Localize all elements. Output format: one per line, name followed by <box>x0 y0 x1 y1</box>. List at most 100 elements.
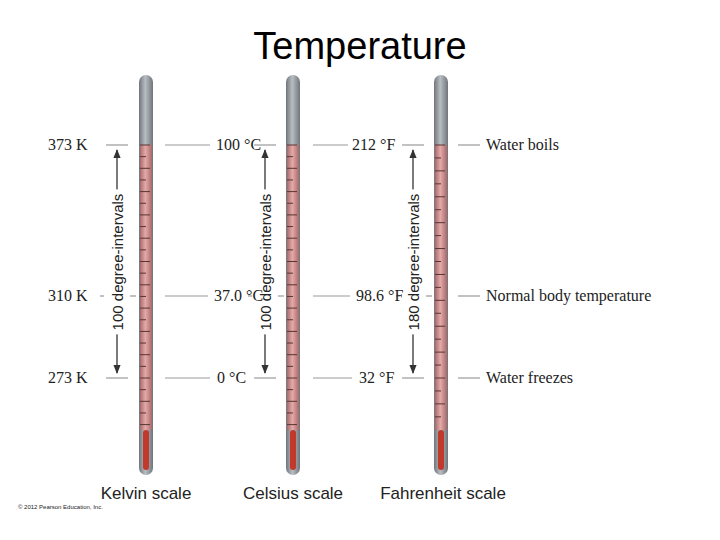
reference-point: Normal body temperature <box>486 288 651 304</box>
tick-mark <box>140 308 150 309</box>
scale-name: Fahrenheit scale <box>380 485 506 502</box>
tick-mark <box>287 156 293 157</box>
tick-mark <box>287 331 297 332</box>
tick-mark <box>435 261 441 262</box>
tick-mark <box>140 412 146 413</box>
reference-line <box>313 295 350 296</box>
thermometer-tube <box>434 75 448 475</box>
temperature-value: 100 °C <box>216 137 261 153</box>
tick-mark <box>435 352 445 353</box>
tick-mark <box>287 145 297 146</box>
reference-point: Water boils <box>486 137 559 153</box>
interval-label: 100 degree-intervals <box>258 190 273 335</box>
reference-line <box>426 295 432 296</box>
tick-mark <box>140 249 146 250</box>
tick-mark <box>435 287 441 288</box>
tick-mark <box>287 343 293 344</box>
reference-line <box>313 144 348 145</box>
temperature-value: 37.0 °C <box>214 288 263 304</box>
tick-mark <box>435 300 445 301</box>
tick-mark <box>140 261 150 262</box>
tick-mark <box>287 203 293 204</box>
temperature-value: 373 K <box>48 137 88 153</box>
tick-mark <box>140 168 150 169</box>
tick-mark <box>287 273 293 274</box>
tick-mark <box>140 401 150 402</box>
tick-mark <box>140 273 146 274</box>
tick-mark <box>287 226 293 227</box>
tick-mark <box>435 183 441 184</box>
tick-mark <box>287 261 297 262</box>
tick-mark <box>140 203 146 204</box>
tick-mark <box>140 319 146 320</box>
tick-mark <box>140 179 146 180</box>
tick-mark <box>140 343 146 344</box>
interval-label: 180 degree-intervals <box>406 190 421 335</box>
tick-mark <box>435 339 441 340</box>
scale-name: Celsius scale <box>243 485 343 502</box>
tick-mark <box>287 179 293 180</box>
tick-mark <box>435 248 445 249</box>
tick-mark <box>287 424 297 425</box>
tick-mark <box>287 168 297 169</box>
temperature-value: 32 °F <box>359 370 394 386</box>
tick-mark <box>287 191 297 192</box>
tick-mark <box>287 284 297 285</box>
tick-mark <box>140 424 150 425</box>
tick-marks <box>140 145 445 425</box>
reference-lines <box>100 145 480 378</box>
thermometer-bulb <box>290 430 296 470</box>
reference-line <box>402 144 424 145</box>
tick-mark <box>435 274 445 275</box>
tick-mark <box>287 308 297 309</box>
tick-mark <box>140 238 150 239</box>
tick-mark <box>140 354 150 355</box>
reference-line <box>278 295 284 296</box>
tick-mark <box>140 226 146 227</box>
tick-mark <box>435 170 445 171</box>
reference-line <box>106 377 128 378</box>
thermometer-liquid <box>140 145 152 430</box>
thermometer-tube <box>286 75 300 475</box>
tick-mark <box>140 156 146 157</box>
tick-mark <box>435 326 445 327</box>
temperature-value: 212 °F <box>352 137 395 153</box>
thermometer-tube <box>139 75 153 475</box>
tick-mark <box>435 196 445 197</box>
tick-mark <box>287 319 293 320</box>
tick-mark <box>140 331 150 332</box>
celsius-thermometer <box>286 75 300 475</box>
tick-mark <box>287 412 293 413</box>
tick-mark <box>287 296 293 297</box>
reference-line <box>402 377 424 378</box>
tick-mark <box>287 389 293 390</box>
tick-mark <box>435 378 445 379</box>
thermometer-liquid <box>435 145 447 430</box>
interval-arrows <box>117 150 413 373</box>
kelvin-thermometer <box>139 75 153 475</box>
scale-name: Kelvin scale <box>101 485 192 502</box>
thermometer-bulb <box>143 430 149 470</box>
reference-line <box>458 295 480 296</box>
tick-mark <box>140 145 150 146</box>
tick-mark <box>287 354 297 355</box>
tick-mark <box>435 157 441 158</box>
fahrenheit-thermometer <box>434 75 448 475</box>
tick-mark <box>435 235 441 236</box>
tick-mark <box>287 214 297 215</box>
reference-line <box>130 295 136 296</box>
thermometer-liquid <box>287 145 299 430</box>
tick-mark <box>435 390 441 391</box>
tick-mark <box>140 389 146 390</box>
tick-mark <box>287 238 297 239</box>
reference-line <box>106 144 128 145</box>
reference-line <box>254 377 276 378</box>
temperature-value: 273 K <box>48 370 88 386</box>
temperature-value: 310 K <box>48 288 88 304</box>
tick-mark <box>435 313 441 314</box>
tick-mark <box>435 145 445 146</box>
tick-mark <box>435 209 441 210</box>
reference-point: Water freezes <box>486 370 573 386</box>
tick-mark <box>435 365 441 366</box>
